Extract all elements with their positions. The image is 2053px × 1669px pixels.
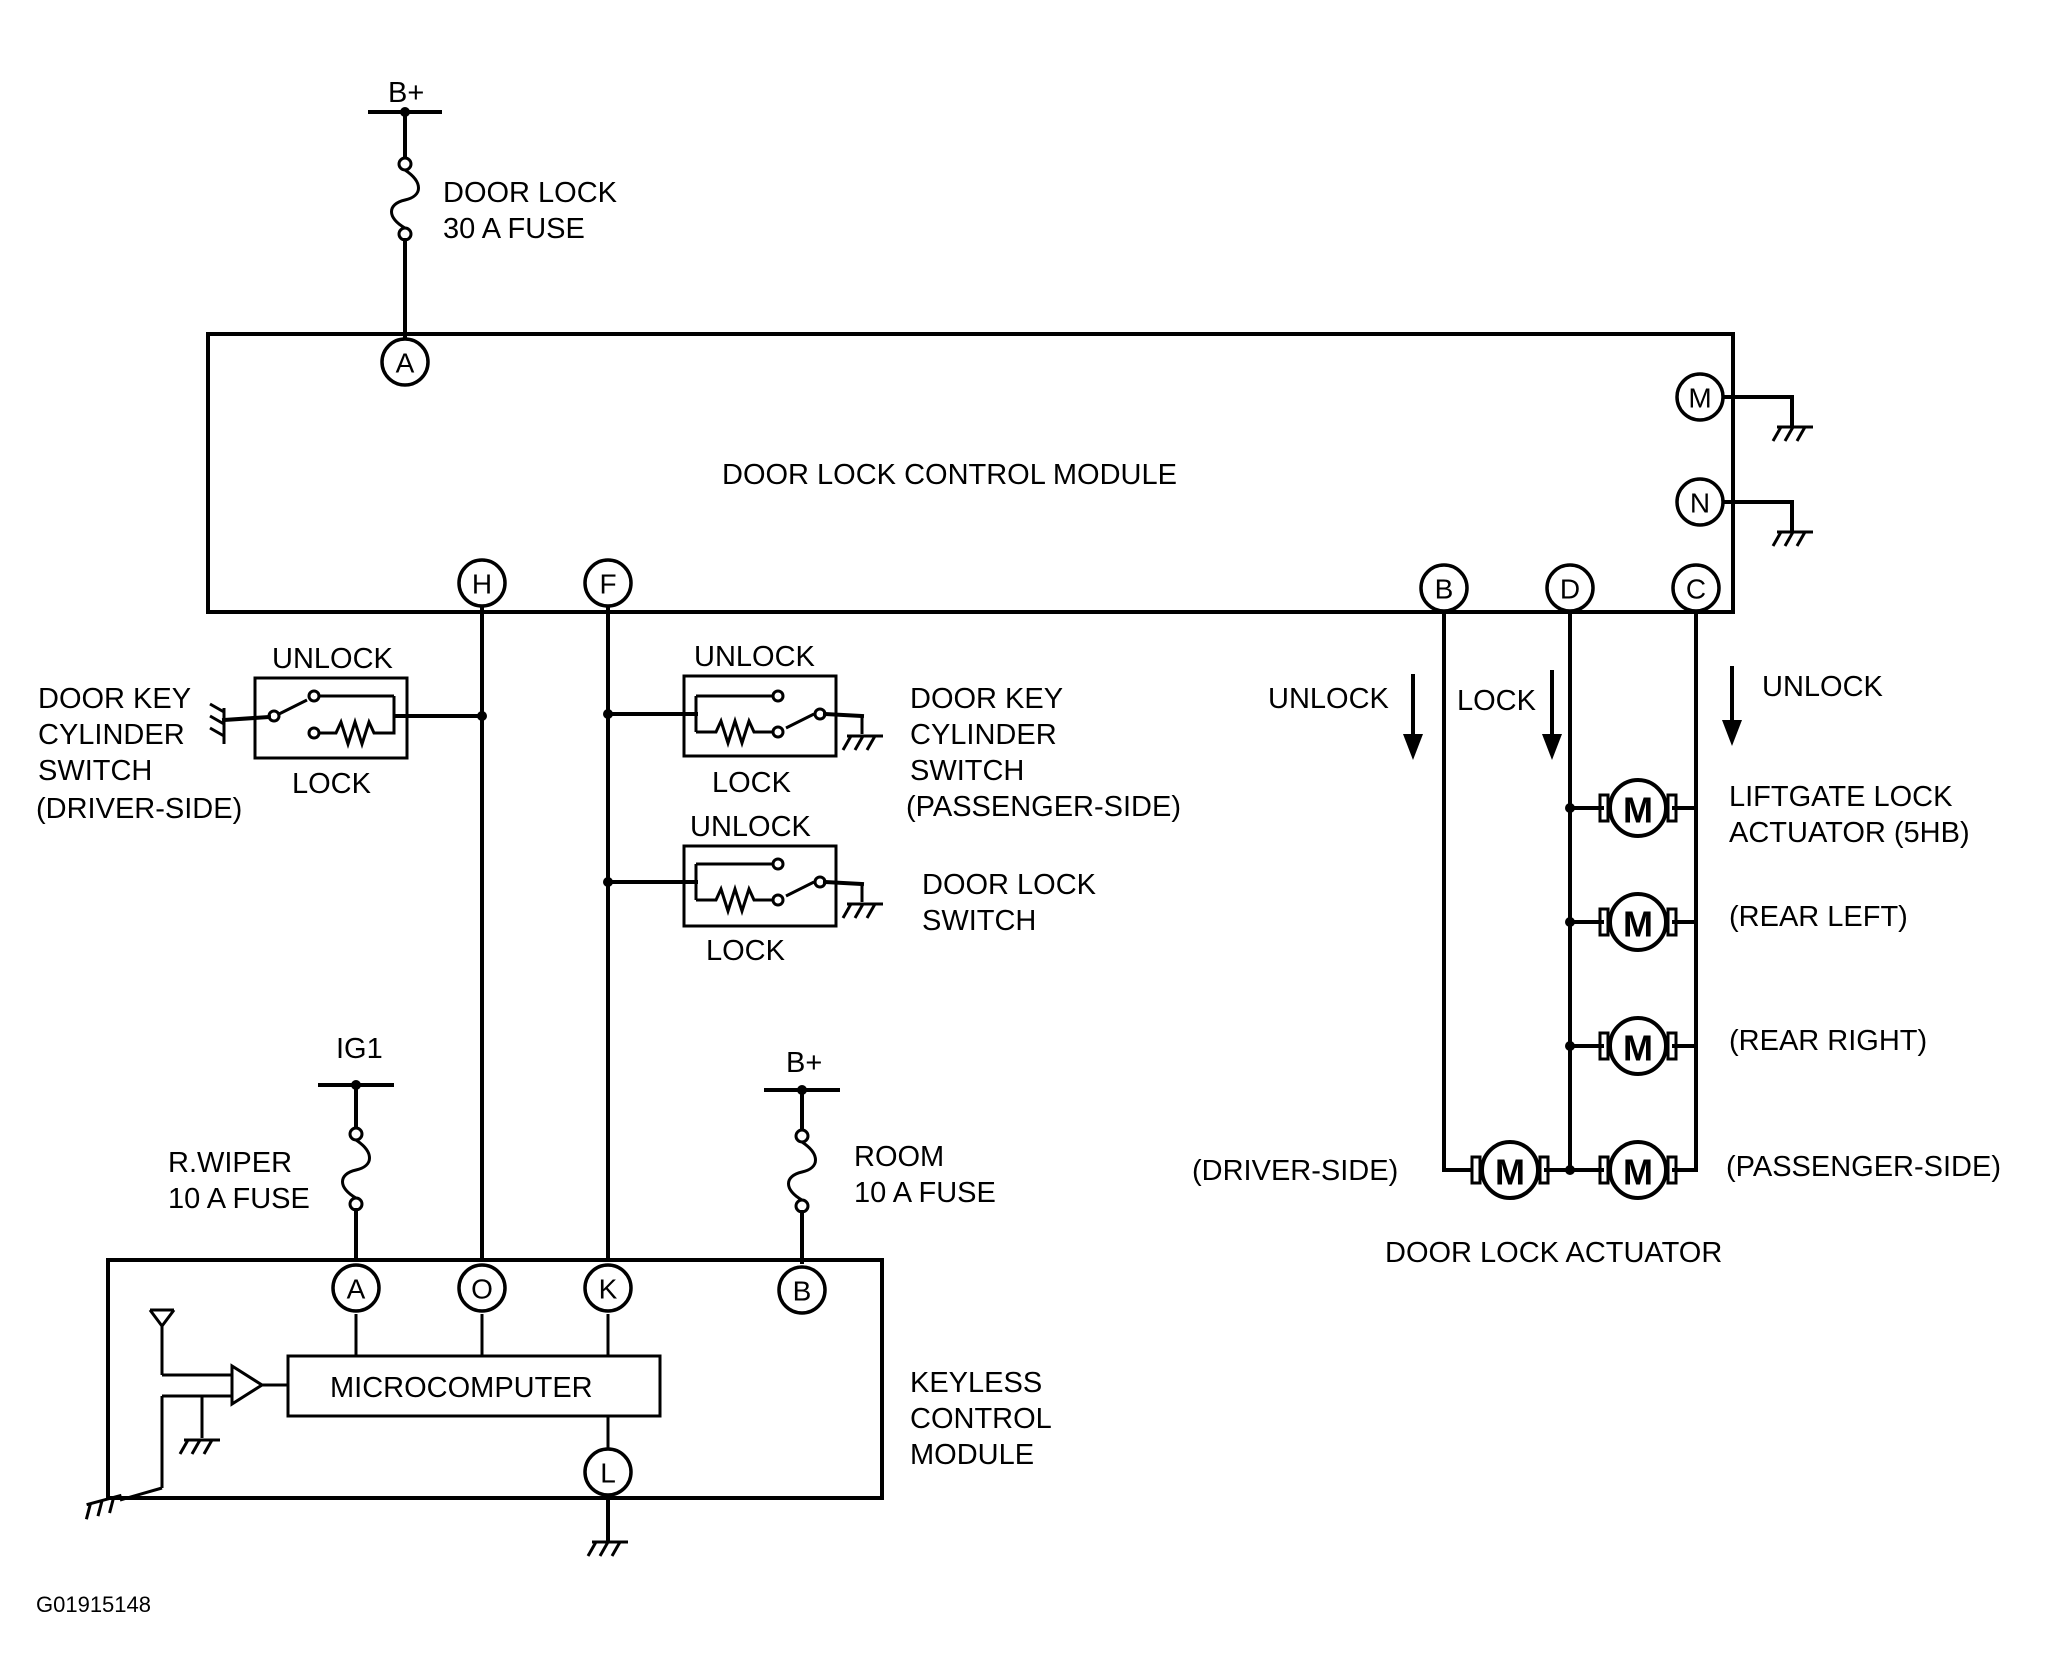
arrow-d-label: LOCK	[1457, 685, 1537, 717]
motor-icon	[1480, 1140, 1540, 1200]
figure-id: G01915148	[36, 1592, 151, 1617]
dlcm-pin-b-label: B	[1435, 574, 1454, 605]
ps-label-line2: CYLINDER	[910, 719, 1057, 751]
dlcm-pin-n	[1675, 477, 1725, 527]
ig1-label: IG1	[336, 1033, 383, 1065]
motor-label: M	[1623, 1028, 1653, 1069]
room-label-line2: 10 A FUSE	[854, 1177, 996, 1209]
passenger-side-key-cylinder-switch: UNLOCK LOCK DOOR KEY CYLINDER SWITCH (PA…	[603, 641, 1181, 823]
r-wiper-fuse: IG1 R.WIPER 10 A FUSE	[168, 1033, 394, 1262]
motor-label: M	[1623, 790, 1653, 831]
ps-label-line4: (PASSENGER-SIDE)	[906, 791, 1181, 823]
keyless-control-module: MICROCOMPUTER A O K B	[81, 1258, 1052, 1558]
amplifier-icon	[230, 1363, 288, 1407]
kcm-pin-k-label: K	[599, 1274, 618, 1305]
room-fuse: B+ ROOM 10 A FUSE	[764, 1047, 996, 1264]
ps-label-line3: SWITCH	[910, 755, 1024, 787]
ds-lock-label: LOCK	[292, 768, 372, 800]
kcm-pin-b-label: B	[793, 1276, 812, 1307]
dlcm-pin-d	[1545, 563, 1595, 613]
ds-label-line2: CYLINDER	[38, 719, 185, 751]
actuator-passenger-side: M	[1568, 1140, 1698, 1200]
dls-unlock-label: UNLOCK	[690, 811, 812, 843]
arrow-down-icon	[1722, 666, 1742, 746]
rear-left-label: (REAR LEFT)	[1729, 901, 1908, 933]
dls-lock-label: LOCK	[706, 935, 786, 967]
passenger-side-label: (PASSENGER-SIDE)	[1726, 1151, 2001, 1183]
kcm-label-line1: KEYLESS	[910, 1367, 1042, 1399]
arrow-b-label: UNLOCK	[1268, 683, 1390, 715]
dlcm-pin-f	[583, 558, 633, 608]
driver-side-label: (DRIVER-SIDE)	[1192, 1155, 1398, 1187]
liftgate-label-line1: LIFTGATE LOCK	[1729, 781, 1953, 813]
fuse-label-line2: 30 A FUSE	[443, 213, 585, 245]
motor-label: M	[1623, 904, 1653, 945]
kcm-pin-a-label: A	[347, 1274, 366, 1305]
actuator-wiring: B D C UNLOCK LOCK UNLOCK	[1268, 563, 1884, 1172]
motor-icon	[1608, 1140, 1668, 1200]
rwiper-label-line2: 10 A FUSE	[168, 1183, 310, 1215]
actuator-liftgate: M	[1565, 778, 1698, 838]
dlcm-pin-m	[1675, 372, 1725, 422]
ds-label-line4: (DRIVER-SIDE)	[36, 793, 242, 825]
fuse-supply-label: B+	[388, 77, 424, 109]
actuator-title: DOOR LOCK ACTUATOR	[1385, 1237, 1722, 1269]
ds-unlock-label: UNLOCK	[272, 643, 394, 675]
kcm-pin-l-label: L	[600, 1458, 616, 1489]
actuator-rear-left: M	[1565, 892, 1698, 952]
motor-label: M	[1495, 1152, 1525, 1193]
ds-label-line1: DOOR KEY	[38, 683, 191, 715]
actuator-driver-side: M	[1470, 1140, 1575, 1200]
kcm-pin-a	[331, 1263, 381, 1313]
arrow-down-icon	[1542, 670, 1562, 760]
arrow-c-label: UNLOCK	[1762, 671, 1884, 703]
kcm-pin-l	[583, 1447, 633, 1497]
dlcm-pin-h-label: H	[472, 569, 492, 600]
dls-label-line1: DOOR LOCK	[922, 869, 1097, 901]
dlcm-pin-f-label: F	[599, 569, 616, 600]
room-label-line1: ROOM	[854, 1141, 944, 1173]
dlcm-pin-c	[1671, 563, 1721, 613]
dls-label-line2: SWITCH	[922, 905, 1036, 937]
arrow-down-icon	[1403, 674, 1423, 760]
dlcm-pin-h	[457, 558, 507, 608]
kcm-pin-o	[457, 1263, 507, 1313]
kcm-pin-k	[583, 1263, 633, 1313]
ps-label-line1: DOOR KEY	[910, 683, 1063, 715]
kcm-pin-o-label: O	[471, 1274, 493, 1305]
liftgate-label-line2: ACTUATOR (5HB)	[1729, 817, 1970, 849]
motor-icon	[1608, 892, 1668, 952]
door-lock-fuse: B+ DOOR LOCK 30 A FUSE	[368, 77, 618, 344]
motor-icon	[1608, 778, 1668, 838]
room-supply-label: B+	[786, 1047, 822, 1079]
actuator-rear-right: M	[1565, 1016, 1698, 1076]
microcomputer-label: MICROCOMPUTER	[330, 1372, 593, 1404]
fuse-label-line1: DOOR LOCK	[443, 177, 618, 209]
dlcm-pin-n-label: N	[1690, 488, 1710, 519]
door-lock-switch: UNLOCK LOCK DOOR LOCK SWITCH	[603, 811, 1097, 967]
motor-label: M	[1623, 1152, 1653, 1193]
dlcm-pin-a-label: A	[396, 348, 415, 379]
door-lock-control-module: DOOR LOCK CONTROL MODULE A M N	[206, 332, 1815, 614]
ds-label-line3: SWITCH	[38, 755, 152, 787]
dlcm-pin-c-label: C	[1686, 574, 1706, 605]
dlcm-pin-m-label: M	[1688, 383, 1711, 414]
ps-lock-label: LOCK	[712, 767, 792, 799]
dlcm-title: DOOR LOCK CONTROL MODULE	[722, 459, 1177, 491]
kcm-label-line3: MODULE	[910, 1439, 1034, 1471]
antenna-icon	[148, 1308, 232, 1377]
dlcm-pin-d-label: D	[1560, 574, 1580, 605]
driver-side-key-cylinder-switch: UNLOCK LOCK DOOR KEY CYLINDER SWITCH (DR…	[36, 643, 487, 825]
dlcm-pin-b	[1419, 563, 1469, 613]
motor-icon	[1608, 1016, 1668, 1076]
kcm-pin-b	[777, 1265, 827, 1315]
rear-right-label: (REAR RIGHT)	[1729, 1025, 1927, 1057]
kcm-label-line2: CONTROL	[910, 1403, 1052, 1435]
dlcm-pin-a	[380, 337, 430, 387]
ps-unlock-label: UNLOCK	[694, 641, 816, 673]
rwiper-label-line1: R.WIPER	[168, 1147, 292, 1179]
